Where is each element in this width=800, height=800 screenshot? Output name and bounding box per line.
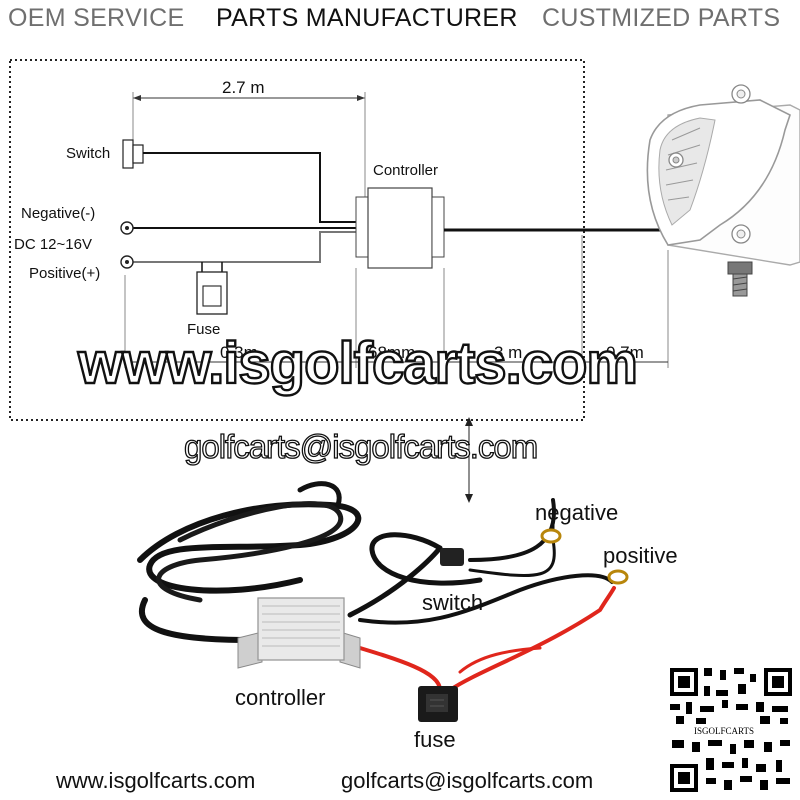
arrow-up-icon <box>465 417 473 426</box>
watermark-website: www.isgolfcarts.com <box>77 330 639 397</box>
work-light-icon <box>646 84 800 297</box>
positive-ring-terminal-icon <box>607 569 629 585</box>
switch-label: Switch <box>66 145 111 162</box>
photo-negative-label: negative <box>535 500 619 525</box>
diagram-frame <box>9 59 585 421</box>
fuse-holder-photo-icon <box>418 686 458 722</box>
arrow-left-icon <box>133 95 141 101</box>
length-0-7m-label: 0.7m <box>606 343 644 362</box>
header-oem-service: OEM SERVICE <box>8 4 185 32</box>
switch-wire <box>143 152 365 223</box>
fuse-label: Fuse <box>187 321 221 338</box>
positive-wire <box>133 231 365 263</box>
watermark-email: golfcarts@isgolfcarts.com <box>183 427 539 465</box>
length-2-7m-label: 2.7 m <box>222 78 265 97</box>
footer-email[interactable]: golfcarts@isgolfcarts.com <box>341 768 594 793</box>
positive-label: Positive(+) <box>29 265 101 282</box>
controller-flange-right <box>431 196 445 258</box>
harness-photo <box>137 481 616 692</box>
photo-switch-label: switch <box>422 590 484 615</box>
qr-code-icon <box>668 666 794 794</box>
photo-positive-label: positive <box>603 543 678 568</box>
qr-caption: ISGOLFCARTS <box>694 726 754 736</box>
switch-icon <box>122 139 134 169</box>
switch-connector-icon <box>440 548 464 566</box>
photo-controller-label: controller <box>235 685 326 710</box>
negative-ring-terminal-icon <box>540 528 562 544</box>
controller-box-icon <box>367 187 433 269</box>
header-parts-manufacturer: PARTS MANUFACTURER <box>216 4 518 32</box>
footer-website[interactable]: www.isgolfcarts.com <box>56 768 256 793</box>
arrow-right-icon <box>357 95 365 101</box>
controller-photo-icon <box>237 597 361 669</box>
arrow-down-icon <box>465 494 473 503</box>
length-68mm-label: 68mm <box>368 343 416 362</box>
photo-fuse-label: fuse <box>414 727 456 752</box>
controller-flange-left <box>355 196 369 258</box>
header-customized-parts: CUSTMIZED PARTS <box>542 4 781 32</box>
length-3m-label: 3 m <box>494 343 523 362</box>
dc-voltage-label: DC 12~16V <box>14 236 92 253</box>
controller-label: Controller <box>373 162 439 179</box>
negative-label: Negative(-) <box>21 205 96 222</box>
length-0-3m-label: 0.3m <box>220 343 258 362</box>
